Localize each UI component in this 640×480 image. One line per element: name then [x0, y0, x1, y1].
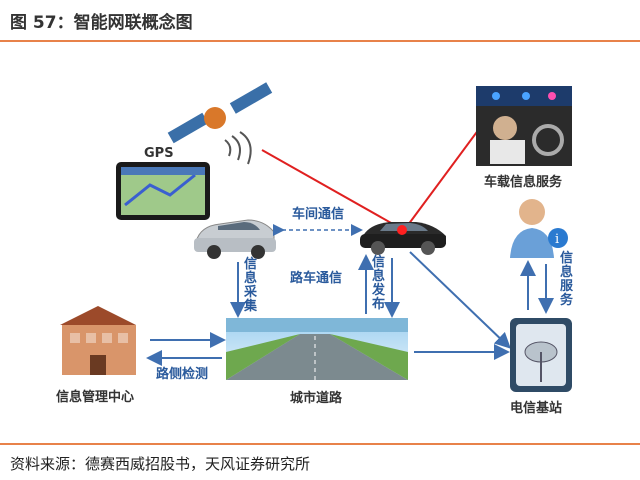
- info-publish-char-3: 布: [372, 296, 385, 312]
- title-rule: [0, 40, 640, 42]
- source-rule: [0, 443, 640, 445]
- info-service-char-2: 服: [560, 279, 574, 294]
- info-publish-char-1: 息: [372, 268, 385, 284]
- in-vehicle-service-label: 车载信息服务: [484, 174, 563, 190]
- info-center-building-icon: [60, 306, 136, 375]
- base-station-label: 电信基站: [510, 400, 562, 416]
- city-road-label: 城市道路: [290, 390, 343, 406]
- in-vehicle-photo: [476, 86, 572, 166]
- info-publish-char-0: 信: [372, 254, 385, 270]
- source-note: 资料来源：德赛西威招股书，天风证券研究所: [10, 455, 311, 473]
- info-service-char-1: 息: [560, 264, 573, 280]
- info-publish-char-2: 发: [371, 282, 386, 298]
- info-service-char-0: 信: [560, 250, 573, 266]
- info-collect-char-3: 集: [243, 298, 258, 314]
- smart-car-icon: [360, 222, 446, 255]
- silver-car-icon: [194, 219, 276, 259]
- gps-device-icon: [116, 162, 210, 220]
- car-to-station-arrow: [409, 251, 511, 349]
- info-center-label: 信息管理中心: [56, 389, 134, 405]
- satellite-link-line: [261, 149, 401, 229]
- info-service-char-3: 务: [560, 292, 574, 308]
- info-collect-char-1: 息: [244, 270, 257, 286]
- info-collect-char-0: 信: [244, 256, 257, 272]
- satellite-icon: [167, 82, 273, 165]
- svg-text:i: i: [555, 232, 559, 247]
- v2v-label: 车间通信: [292, 206, 344, 222]
- roadside-detect-label: 路侧检测: [156, 366, 208, 382]
- service-link-line: [407, 124, 483, 226]
- user-icon: i: [510, 199, 568, 258]
- figure-title: 图 57：智能网联概念图: [10, 13, 193, 33]
- info-collect-char-2: 采: [243, 284, 258, 300]
- base-station-icon: [510, 318, 572, 392]
- gps-label: GPS: [144, 146, 174, 161]
- city-road-image: [226, 318, 408, 380]
- v2i-label: 路车通信: [290, 270, 342, 286]
